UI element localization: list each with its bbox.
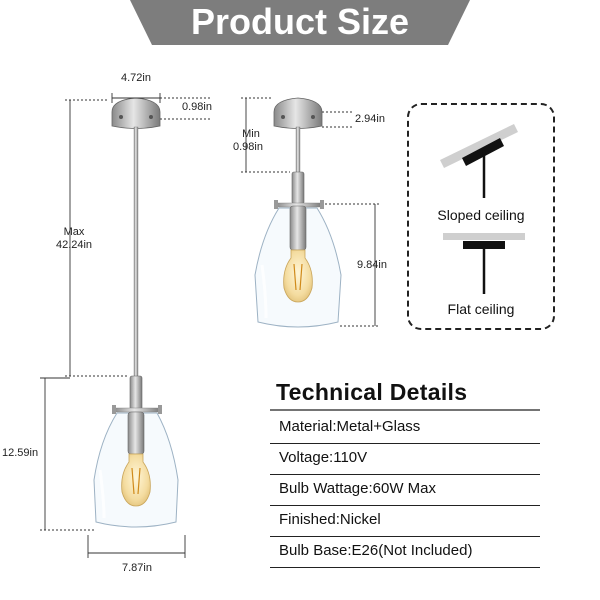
canopy-width-label: 4.72in — [121, 72, 151, 84]
middle-dimension-lines — [241, 97, 380, 327]
min-label: Min — [242, 128, 260, 140]
shade-width-label: 7.87in — [122, 562, 152, 574]
tech-row: Material:Metal+Glass — [270, 413, 540, 444]
min-value-label: 0.98in — [233, 141, 263, 153]
left-dimension-lines — [40, 93, 212, 558]
tech-row-text: Bulb Base:E26(Not Included) — [279, 542, 473, 559]
canopy-height-label-right: 2.94in — [355, 113, 385, 125]
title-banner — [130, 0, 470, 45]
tech-row: Bulb Wattage:60W Max — [270, 475, 540, 506]
tech-row: Bulb Base:E26(Not Included) — [270, 537, 540, 568]
shade-height-label-right: 9.84in — [357, 259, 387, 271]
tech-row-text: Finished:Nickel — [279, 511, 381, 528]
tech-row: Voltage:110V — [270, 444, 540, 475]
max-value-label: 42.24in — [55, 239, 93, 251]
sloped-ceiling-label: Sloped ceiling — [437, 207, 525, 223]
tech-row: Finished:Nickel — [270, 506, 540, 537]
shade-height-label-left: 12.59in — [2, 447, 39, 459]
tech-row-text: Bulb Wattage:60W Max — [279, 480, 437, 497]
tech-row-text: Material:Metal+Glass — [279, 418, 421, 435]
ceiling-options-panel — [407, 103, 555, 330]
flat-ceiling-label: Flat ceiling — [447, 301, 515, 317]
max-label: Max — [63, 226, 85, 238]
sloped-ceiling-icon — [440, 124, 518, 198]
rod-pendant-fixture — [93, 97, 179, 528]
flat-ceiling-icon — [443, 233, 525, 294]
canopy-height-label-left: 0.98in — [182, 101, 212, 113]
tech-row-text: Voltage:110V — [279, 449, 368, 466]
page-title: Product Size — [190, 1, 410, 42]
short-pendant-fixture — [254, 97, 342, 328]
tech-details-title: Technical Details — [276, 379, 468, 405]
